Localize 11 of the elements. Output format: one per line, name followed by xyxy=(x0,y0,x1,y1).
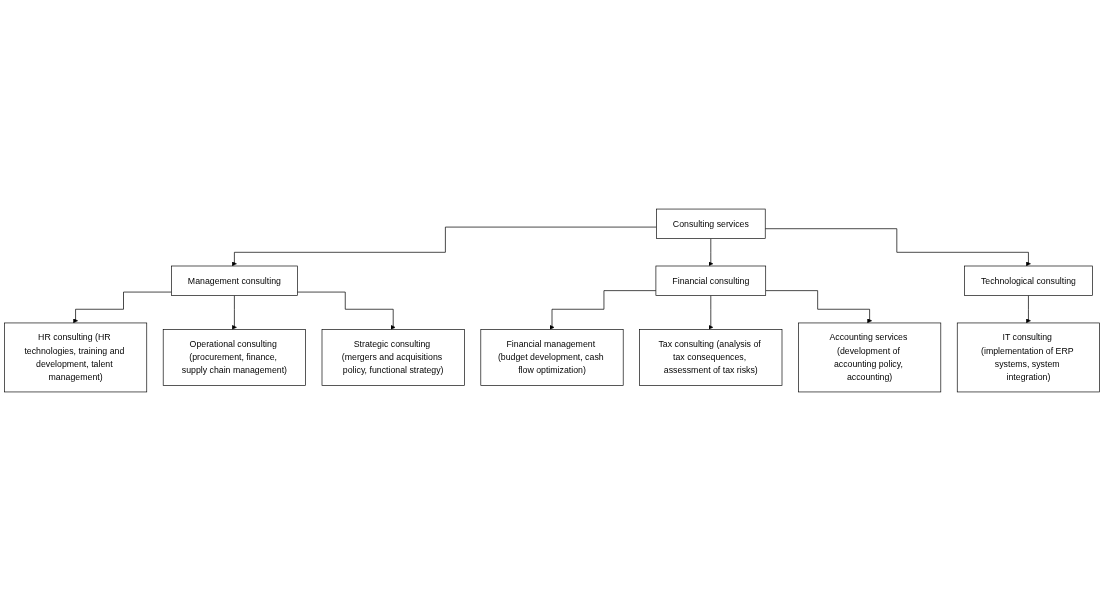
node-box: Accounting services (development of accounting policy, accounting) xyxy=(798,322,942,393)
node-box: Technological consulting xyxy=(964,265,1093,296)
node-box: Strategic consulting (mergers and acquisitions policy, functional strategy) xyxy=(321,329,465,386)
node-box: Management consulting xyxy=(171,265,298,296)
node-box: Operational consulting (procurement, finance, supply chain management) xyxy=(162,329,306,386)
node-box: IT consulting (implementation of ERP systems, system integration) xyxy=(956,322,1100,393)
node-box: Consulting services xyxy=(656,208,766,239)
node-box: Tax consulting (analysis of tax consequences, assessment of tax risks) xyxy=(639,329,783,386)
node-box: Financial consulting xyxy=(655,265,767,296)
node-box: HR consulting (HR technologies, training and development, talent management) xyxy=(4,322,148,393)
node-box: Financial management (budget development, cash flow optimization) xyxy=(480,329,624,386)
